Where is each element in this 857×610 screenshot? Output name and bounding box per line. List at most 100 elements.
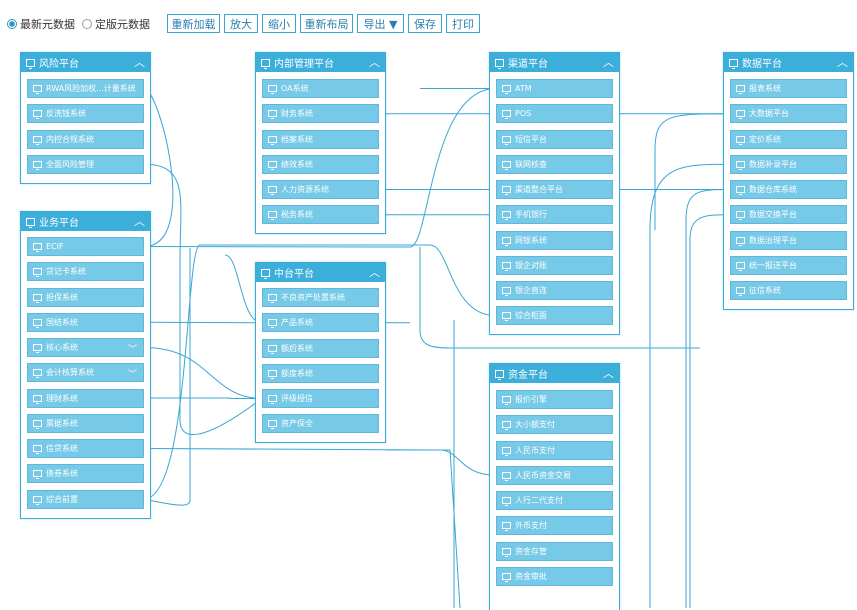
monitor-icon: [502, 471, 511, 481]
monitor-icon: [502, 396, 511, 405]
zoom-in-button[interactable]: 放大: [224, 14, 258, 33]
system-node-label: 国结系统: [46, 317, 78, 327]
system-node[interactable]: 综合前置: [27, 489, 144, 509]
group-header-business[interactable]: 业务平台︿: [21, 212, 150, 231]
system-node-label: 绩效系统: [281, 159, 313, 169]
system-node[interactable]: 绩效系统: [262, 154, 379, 174]
expand-chevron-icon[interactable]: ﹀: [127, 370, 137, 381]
system-node[interactable]: 内控合规系统: [27, 129, 144, 149]
system-node[interactable]: 额度系统: [262, 363, 379, 383]
system-node-label: 短信平台: [515, 134, 547, 144]
collapse-icon[interactable]: ︿: [369, 266, 380, 279]
collapse-icon[interactable]: ︿: [837, 56, 848, 69]
system-node[interactable]: 产品系统: [262, 313, 379, 333]
group-header-fund[interactable]: 资金平台︿: [490, 364, 619, 383]
system-node[interactable]: 档案系统: [262, 129, 379, 149]
system-node-label: 人行二代支付: [515, 496, 563, 505]
system-node[interactable]: 会计核算系统﹀: [27, 363, 144, 383]
connection-line: [143, 244, 497, 500]
system-node[interactable]: ECIF: [27, 237, 144, 256]
collapse-icon[interactable]: ︿: [134, 56, 145, 69]
system-node-label: 不良资产处置系统: [281, 293, 345, 302]
system-node[interactable]: 资金存管: [496, 541, 613, 561]
system-node[interactable]: 征信系统: [730, 281, 847, 300]
system-node[interactable]: 不良资产处置系统: [262, 288, 379, 307]
group-header-middle[interactable]: 中台平台︿: [256, 263, 385, 282]
system-node[interactable]: 评级授信: [262, 389, 379, 408]
monitor-icon: [502, 211, 511, 221]
export-dropdown[interactable]: 导出 ▼: [357, 14, 404, 33]
radio-latest-metadata[interactable]: 最新元数据: [7, 16, 75, 32]
collapse-icon[interactable]: ︿: [603, 367, 614, 380]
zoom-out-button[interactable]: 缩小: [262, 14, 296, 33]
system-node-label: 反洗钱系统: [46, 109, 86, 119]
system-node[interactable]: 核心系统﹀: [27, 338, 144, 357]
system-node[interactable]: 反洗钱系统: [27, 104, 144, 124]
system-node[interactable]: 报表系统: [730, 79, 847, 98]
system-node[interactable]: 信贷系统: [27, 439, 144, 458]
group-header-internal[interactable]: 内部管理平台︿: [256, 53, 385, 72]
system-node[interactable]: 联网核查: [496, 154, 613, 174]
system-node[interactable]: 税务系统: [262, 205, 379, 225]
reload-button[interactable]: 重新加载: [167, 14, 220, 33]
group-header-data[interactable]: 数据平台︿: [724, 53, 853, 72]
system-node[interactable]: 定价系统: [730, 129, 847, 149]
system-node-label: 大小额支付: [515, 420, 555, 430]
system-node[interactable]: 资金审批: [496, 566, 613, 586]
system-node[interactable]: 网银系统: [496, 230, 613, 250]
system-node[interactable]: 手机银行: [496, 205, 613, 225]
system-node[interactable]: OA系统: [262, 79, 379, 98]
system-node[interactable]: 人力资源系统: [262, 180, 379, 199]
expand-chevron-icon[interactable]: ﹀: [127, 345, 137, 355]
system-node-label: 数据治理平台: [749, 235, 797, 245]
system-node[interactable]: 数据治理平台: [730, 230, 847, 250]
system-node[interactable]: 外币支付: [496, 516, 613, 536]
system-node[interactable]: 额后系统: [262, 338, 379, 358]
system-node[interactable]: 短信平台: [496, 129, 613, 149]
system-node[interactable]: RWA风险加权...计量系统: [27, 79, 144, 98]
system-node[interactable]: 数据交换平台: [730, 205, 847, 225]
connection-line: [143, 448, 497, 476]
system-node[interactable]: 国结系统: [27, 312, 144, 332]
monitor-icon: [268, 319, 277, 329]
monitor-icon: [33, 495, 42, 505]
system-node[interactable]: POS: [496, 104, 613, 124]
system-node[interactable]: 数据补录平台: [730, 154, 847, 174]
system-node[interactable]: 大小额支付: [496, 415, 613, 435]
system-node[interactable]: 担保系统: [27, 287, 144, 307]
system-node[interactable]: 债券系统: [27, 464, 144, 484]
group-title: 风险平台: [39, 59, 79, 70]
radio-final-metadata[interactable]: 定版元数据: [82, 16, 150, 32]
monitor-icon: [261, 268, 270, 279]
system-node[interactable]: 全面风险管理: [27, 154, 144, 174]
system-node[interactable]: 人民币支付: [496, 440, 613, 460]
system-node[interactable]: 银企直连: [496, 281, 613, 300]
monitor-icon: [502, 135, 511, 145]
system-node[interactable]: 渠道整合平台: [496, 180, 613, 199]
system-node[interactable]: ATM: [496, 79, 613, 98]
system-node-label: 网银系统: [515, 235, 547, 245]
collapse-icon[interactable]: ︿: [134, 215, 145, 228]
system-node[interactable]: 资产保全: [262, 414, 379, 434]
group-header-risk[interactable]: 风险平台 ︿: [21, 53, 150, 72]
save-button[interactable]: 保存: [408, 14, 442, 33]
collapse-icon[interactable]: ︿: [369, 56, 380, 69]
system-node[interactable]: 财务系统: [262, 104, 379, 124]
relayout-button[interactable]: 重新布局: [300, 14, 353, 33]
print-button[interactable]: 打印: [446, 14, 480, 33]
system-node[interactable]: 数据仓库系统: [730, 180, 847, 199]
system-node[interactable]: 人行二代支付: [496, 491, 613, 510]
system-node[interactable]: 大数据平台: [730, 104, 847, 124]
system-node[interactable]: 人民币资金交易: [496, 465, 613, 485]
system-node[interactable]: 银企对账: [496, 255, 613, 275]
system-node[interactable]: 统一报送平台: [730, 255, 847, 275]
collapse-icon[interactable]: ︿: [603, 56, 614, 69]
system-node[interactable]: 票据系统: [27, 413, 144, 433]
monitor-icon: [268, 420, 277, 430]
group-header-channel[interactable]: 渠道平台︿: [490, 53, 619, 72]
system-node[interactable]: 综合柜面: [496, 306, 613, 326]
system-node[interactable]: 报价引擎: [496, 390, 613, 409]
system-node[interactable]: 贷记卡系统: [27, 262, 144, 282]
system-node-label: 报表系统: [749, 84, 781, 93]
system-node[interactable]: 理财系统: [27, 388, 144, 408]
